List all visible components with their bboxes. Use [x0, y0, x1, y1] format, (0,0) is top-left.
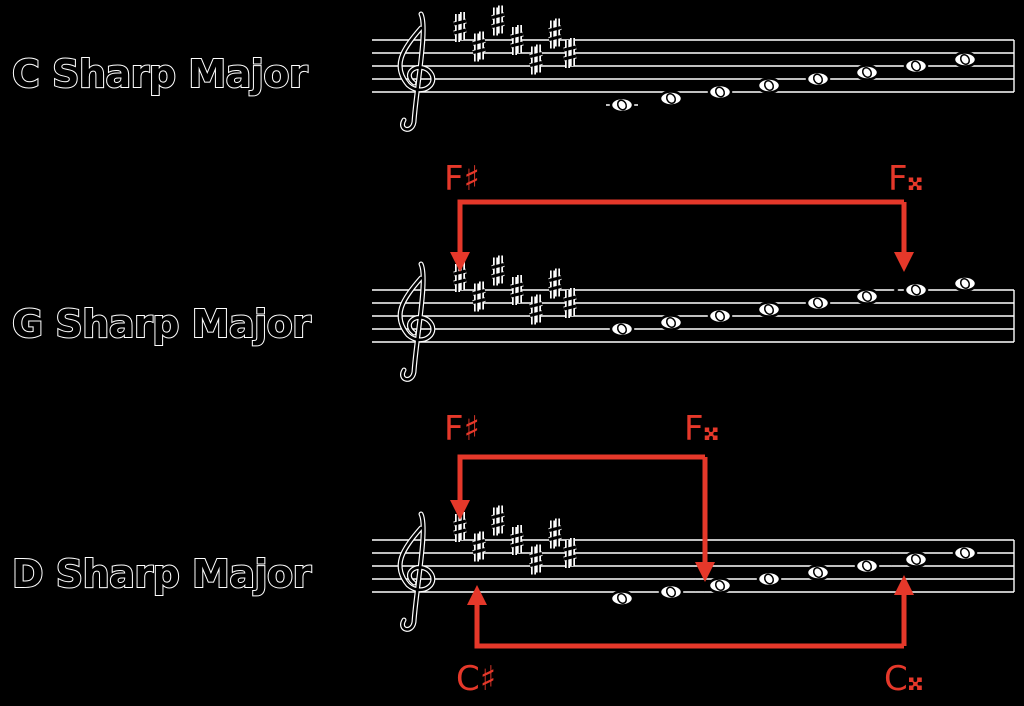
sharp-icon: [491, 255, 505, 286]
sharp-halo: [472, 31, 486, 62]
scale-label-c-sharp-major: C Sharp Major: [11, 51, 309, 97]
sharp-icon: [472, 281, 486, 312]
sharp-halo: [510, 25, 524, 55]
whole-note: [805, 294, 831, 312]
whole-note: [854, 288, 880, 305]
treble-clef-icon: [397, 261, 436, 382]
arrow-dsharp-top-to-key: [450, 454, 705, 520]
sharp-icon: [529, 544, 543, 575]
sharp-icon: [563, 288, 577, 318]
sharp-halo: [472, 531, 486, 562]
whole-note: [707, 307, 733, 325]
key-signature: [453, 255, 577, 325]
sharp-halo: [548, 518, 562, 549]
sharp-halo: [548, 268, 562, 299]
whole-note: [854, 64, 880, 81]
sharp-halo: [529, 544, 543, 575]
sharp-halo: [472, 281, 486, 312]
whole-note: [609, 590, 635, 607]
label-dsharp-c-sharp: C♯: [456, 659, 496, 699]
sharp-halo: [510, 525, 524, 555]
whole-note: [756, 570, 782, 588]
sharp-halo: [453, 12, 467, 42]
sharp-icon: [472, 31, 486, 62]
whole-note: [903, 281, 929, 299]
sharp-icon: [510, 525, 524, 555]
key-signature: [453, 505, 577, 575]
sharp-icon: [491, 505, 505, 536]
sharp-icon: [529, 44, 543, 75]
sharp-halo: [453, 512, 467, 542]
double-sharp-icon: [890, 284, 902, 296]
sharp-icon: [491, 5, 505, 36]
whole-note: [658, 90, 684, 107]
whole-note: [854, 557, 880, 575]
scale-label-g-sharp-major: G Sharp Major: [11, 301, 312, 347]
arrow-gsharp-to-key: [450, 199, 904, 272]
treble-clef-icon: [397, 11, 436, 132]
key-signature: [453, 5, 577, 75]
staff: [372, 5, 1015, 132]
sharp-icon: [548, 268, 562, 299]
sharp-icon: [529, 294, 543, 325]
label-gsharp-f-sharp: F♯: [444, 159, 480, 199]
whole-note: [903, 57, 929, 75]
treble-clef-icon: [397, 511, 436, 632]
staff: [372, 255, 1015, 382]
sharp-icon: [548, 518, 562, 549]
whole-note: [952, 544, 978, 562]
sharp-icon: [548, 18, 562, 49]
whole-note: [903, 551, 929, 568]
sharp-halo: [491, 505, 505, 536]
sharp-icon: [453, 12, 467, 42]
sharp-halo: [563, 288, 577, 318]
whole-note: [805, 564, 831, 581]
sharp-halo: [529, 294, 543, 325]
whole-note: [707, 83, 733, 101]
whole-note: [756, 77, 782, 94]
whole-note: [952, 275, 978, 292]
sharp-halo: [491, 255, 505, 286]
double-sharp-icon: [890, 553, 902, 566]
whole-note: [606, 96, 638, 114]
label-dsharp-c-double-sharp: C𝄪: [884, 659, 923, 699]
sharp-halo: [510, 275, 524, 305]
sharp-icon: [563, 38, 577, 68]
whole-note: [609, 320, 635, 338]
whole-note: [805, 70, 831, 88]
sharp-icon: [510, 25, 524, 55]
sharp-icon: [563, 538, 577, 568]
sharp-halo: [529, 44, 543, 75]
whole-note: [952, 51, 978, 68]
sharp-icon: [472, 531, 486, 562]
label-dsharp-f-sharp: F♯: [444, 409, 480, 449]
label-gsharp-f-double-sharp: F𝄪: [888, 159, 923, 199]
staff: [372, 505, 1015, 632]
arrow-dsharp-bottom-to-key: [467, 585, 904, 649]
sharp-icon: [510, 275, 524, 305]
sharp-halo: [548, 18, 562, 49]
double-sharp-icon: [694, 579, 706, 592]
whole-note: [707, 577, 733, 594]
whole-note: [658, 314, 684, 331]
whole-note: [658, 583, 684, 601]
scale-label-d-sharp-major: D Sharp Major: [11, 551, 312, 597]
sharp-halo: [453, 262, 467, 292]
sharp-halo: [491, 5, 505, 36]
sharp-halo: [563, 38, 577, 68]
whole-note: [756, 301, 782, 318]
sharp-halo: [563, 538, 577, 568]
label-dsharp-f-double-sharp: F𝄪: [684, 409, 719, 449]
